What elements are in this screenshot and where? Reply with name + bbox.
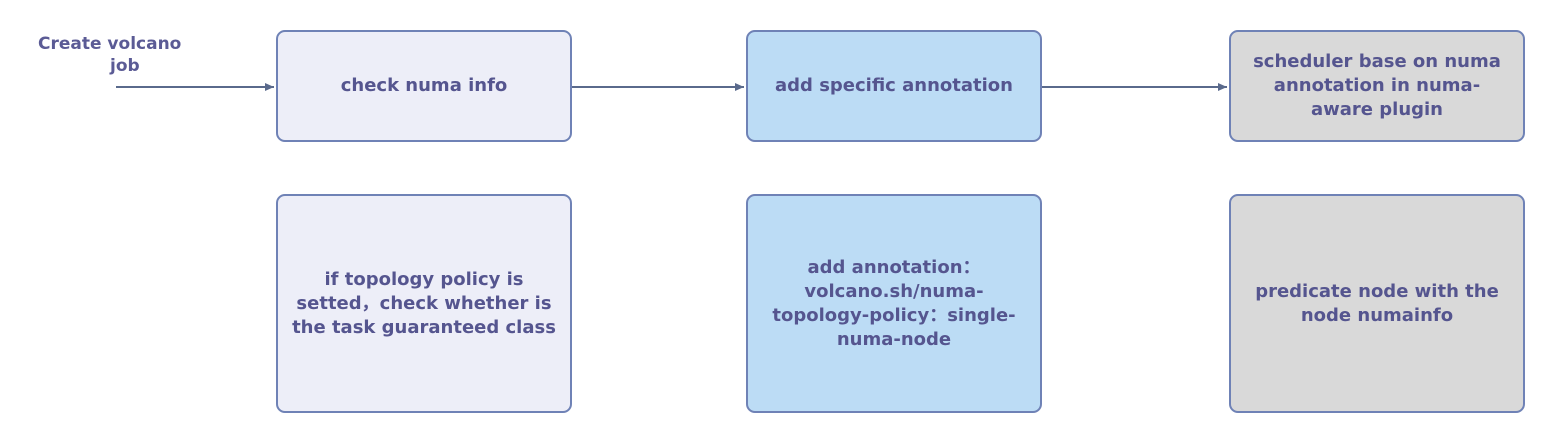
node-predicate-node: predicate node with the node numainfo — [1229, 194, 1525, 413]
node-add-specific-annotation: add specific annotation — [746, 30, 1042, 142]
start-label-line2: job — [110, 56, 140, 76]
start-label-line1: Create volcano — [38, 34, 182, 54]
node-scheduler-numa-aware: scheduler base on numa annotation in num… — [1229, 30, 1525, 142]
node-topology-policy-check: if topology policy is setted，check wheth… — [276, 194, 572, 413]
start-label: Create volcano job — [38, 33, 238, 77]
node-check-numa-info: check numa info — [276, 30, 572, 142]
node-add-annotation-detail: add annotation： volcano.sh/numa- topolog… — [746, 194, 1042, 413]
